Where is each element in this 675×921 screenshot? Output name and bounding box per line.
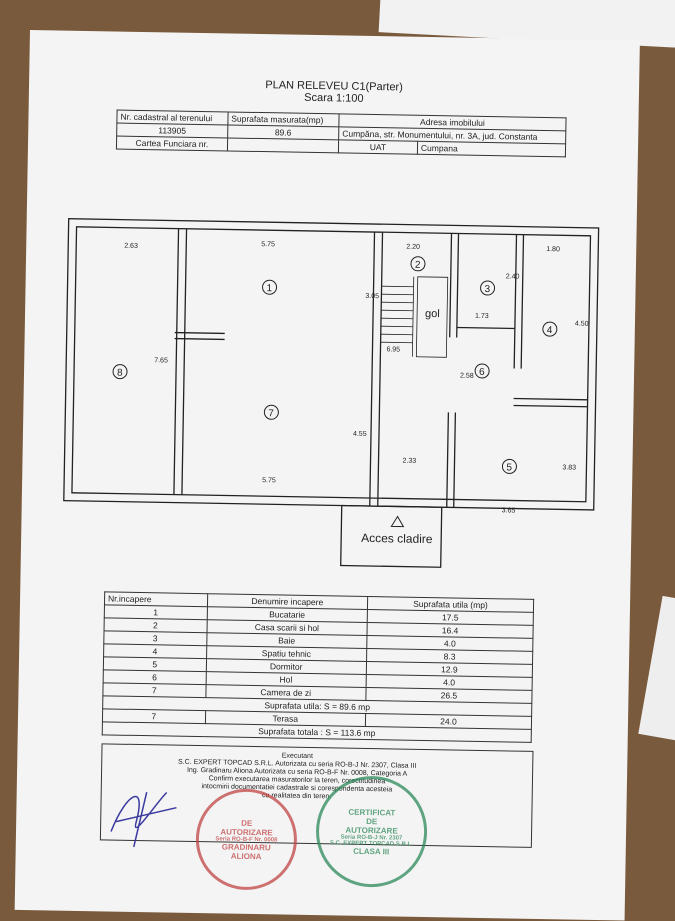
stamp-text: CLASA III	[353, 846, 390, 856]
stairs	[380, 276, 449, 358]
dimension-label: 3.83	[562, 464, 576, 471]
dimension-label: 6.95	[386, 346, 400, 353]
room-number: 8	[117, 368, 123, 379]
dimension-label: 1.80	[546, 246, 560, 253]
room-number: 7	[268, 408, 274, 419]
dimension-label: 1.73	[475, 313, 489, 320]
room-number: 4	[547, 325, 553, 336]
room-number: 2	[415, 260, 421, 271]
dimension-label: 2.58	[460, 373, 474, 380]
entrance-triangle-icon	[390, 515, 405, 528]
dimension-label: 2.63	[124, 243, 138, 250]
void-label: gol	[425, 308, 440, 320]
room-number: 1	[266, 283, 272, 294]
floor-plan: 2.63 5.75 2.20 1.80 3.05 2.40 1.73 4.50 …	[63, 218, 600, 568]
access-label: Acces cladire	[361, 531, 433, 546]
stamp-text: ALIONA	[230, 851, 262, 861]
document-page: PLAN RELEVEU C1(Parter) Scara 1:100 Nr. …	[14, 30, 640, 921]
dimension-label: 4.55	[353, 431, 367, 438]
stamp-text: CERTIFICAT	[348, 807, 396, 817]
room-number: 5	[506, 462, 512, 473]
dimension-label: 2.40	[506, 273, 520, 280]
dimension-label: 2.20	[406, 244, 420, 251]
dimension-label: 3.65	[502, 507, 516, 514]
dimension-label: 5.75	[261, 241, 275, 248]
room-number: 3	[484, 284, 490, 295]
room-number: 6	[479, 367, 485, 378]
dimension-label: 7.65	[154, 357, 168, 364]
dimension-label: 4.50	[575, 321, 589, 328]
signature	[110, 791, 177, 848]
stamp-text: DE	[241, 818, 253, 828]
walls	[63, 218, 600, 568]
dimension-label: 3.05	[365, 293, 379, 300]
stamp-text: GRADINARU	[221, 841, 271, 852]
background-paper	[638, 595, 675, 745]
stamp-text: DE	[366, 816, 378, 826]
room-numbers: 1 2 3 4 5 6 7 8	[112, 256, 558, 474]
dimension-label: 5.75	[262, 477, 276, 484]
dimension-label: 2.33	[402, 458, 416, 465]
